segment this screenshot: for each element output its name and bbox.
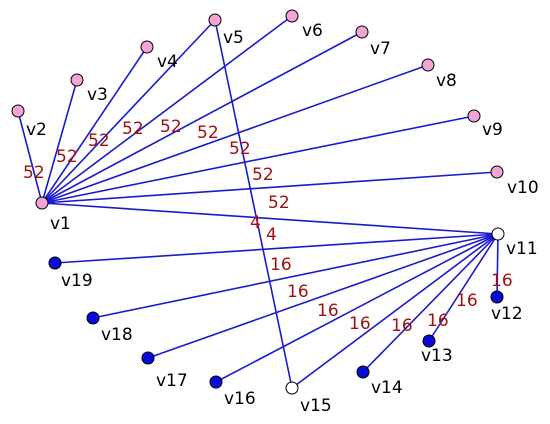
edge-weight-v5-v15: 4	[266, 225, 277, 245]
edge-v1-v2	[17, 110, 43, 204]
node-label-v6: v6	[302, 21, 323, 41]
edge-weight-v1-v5: 52	[122, 119, 144, 139]
node-v2[interactable]	[11, 104, 25, 118]
edge-v11-v14	[362, 233, 499, 373]
node-label-v17: v17	[156, 371, 188, 391]
node-label-v13: v13	[421, 346, 453, 366]
edge-v1-v4	[41, 46, 148, 204]
edge-v11-v19	[54, 233, 499, 264]
node-v1[interactable]	[35, 196, 49, 210]
node-v16[interactable]	[209, 375, 223, 389]
edge-v11-v17	[147, 233, 499, 359]
edge-weight-v1-v2: 52	[23, 163, 45, 183]
edge-v1-v7	[41, 31, 363, 204]
edge-v11-v18	[92, 233, 499, 319]
node-v15[interactable]	[285, 381, 299, 395]
node-v4[interactable]	[140, 40, 154, 54]
node-v10[interactable]	[490, 165, 504, 179]
edge-weight-v1-v11: 4	[250, 213, 261, 233]
node-v8[interactable]	[421, 58, 435, 72]
node-v18[interactable]	[86, 311, 100, 325]
edge-v11-v15	[291, 233, 499, 389]
node-v9[interactable]	[467, 109, 481, 123]
edge-weight-v1-v9: 52	[252, 165, 274, 185]
node-label-layer: v1 v2 v3 v4 v5 v6 v7 v8 v9 v10 v11 v12 v13 v14 v15 v16 v…	[26, 21, 539, 416]
node-label-v19: v19	[61, 271, 93, 291]
node-label-v18: v18	[101, 325, 133, 345]
node-v3[interactable]	[70, 73, 84, 87]
edge-weight-v11-v13: 16	[456, 291, 478, 311]
edge-v1-v11	[41, 202, 499, 235]
node-label-v12: v12	[491, 304, 523, 324]
node-layer	[11, 9, 505, 395]
node-v17[interactable]	[141, 351, 155, 365]
edge-weight-v1-v10: 52	[268, 193, 290, 213]
node-label-v1: v1	[50, 214, 71, 234]
edge-v1-v10	[41, 171, 498, 204]
edge-weight-v11-v18: 16	[287, 282, 309, 302]
node-v5[interactable]	[208, 13, 222, 27]
edge-weight-v1-v6: 52	[160, 117, 182, 137]
node-label-v8: v8	[436, 71, 457, 91]
node-label-v15: v15	[300, 396, 332, 416]
node-label-v10: v10	[507, 178, 539, 198]
node-label-v9: v9	[482, 120, 503, 140]
edge-weight-v1-v7: 52	[197, 123, 219, 143]
node-label-v11: v11	[506, 239, 538, 259]
edge-v1-v5	[41, 19, 216, 204]
node-label-v5: v5	[223, 28, 244, 48]
edge-v5-v15	[214, 19, 293, 389]
edge-weight-v11-v17: 16	[317, 301, 339, 321]
edge-weight-v1-v8: 52	[229, 139, 251, 159]
node-v14[interactable]	[356, 365, 370, 379]
edge-v1-v3	[41, 79, 78, 204]
edge-v1-v9	[41, 115, 475, 204]
edge-weight-v11-v14: 16	[427, 311, 449, 331]
node-label-v14: v14	[371, 378, 403, 398]
node-v13[interactable]	[422, 334, 436, 348]
node-label-v7: v7	[370, 39, 391, 59]
edge-weight-v11-v15: 16	[391, 316, 413, 336]
node-v7[interactable]	[355, 25, 369, 39]
edge-weight-v1-v4: 52	[88, 131, 110, 151]
edge-layer	[17, 15, 499, 389]
node-label-v2: v2	[26, 120, 47, 140]
node-label-v4: v4	[157, 52, 178, 72]
node-v11[interactable]	[491, 227, 505, 241]
node-v12[interactable]	[490, 290, 504, 304]
edge-v11-v12	[496, 233, 499, 298]
node-label-v3: v3	[87, 85, 108, 105]
edge-weight-v11-v19: 16	[270, 255, 292, 275]
edge-v11-v13	[428, 233, 499, 342]
node-label-v16: v16	[224, 389, 256, 409]
node-v6[interactable]	[285, 9, 299, 23]
edge-weight-v1-v3: 52	[56, 147, 78, 167]
edge-weight-v11-v12: 16	[491, 271, 513, 291]
edge-v1-v8	[41, 64, 429, 204]
edge-weight-v11-v16: 16	[349, 314, 371, 334]
node-v19[interactable]	[48, 256, 62, 270]
edge-v11-v16	[215, 233, 499, 383]
edge-v1-v6	[41, 15, 293, 204]
